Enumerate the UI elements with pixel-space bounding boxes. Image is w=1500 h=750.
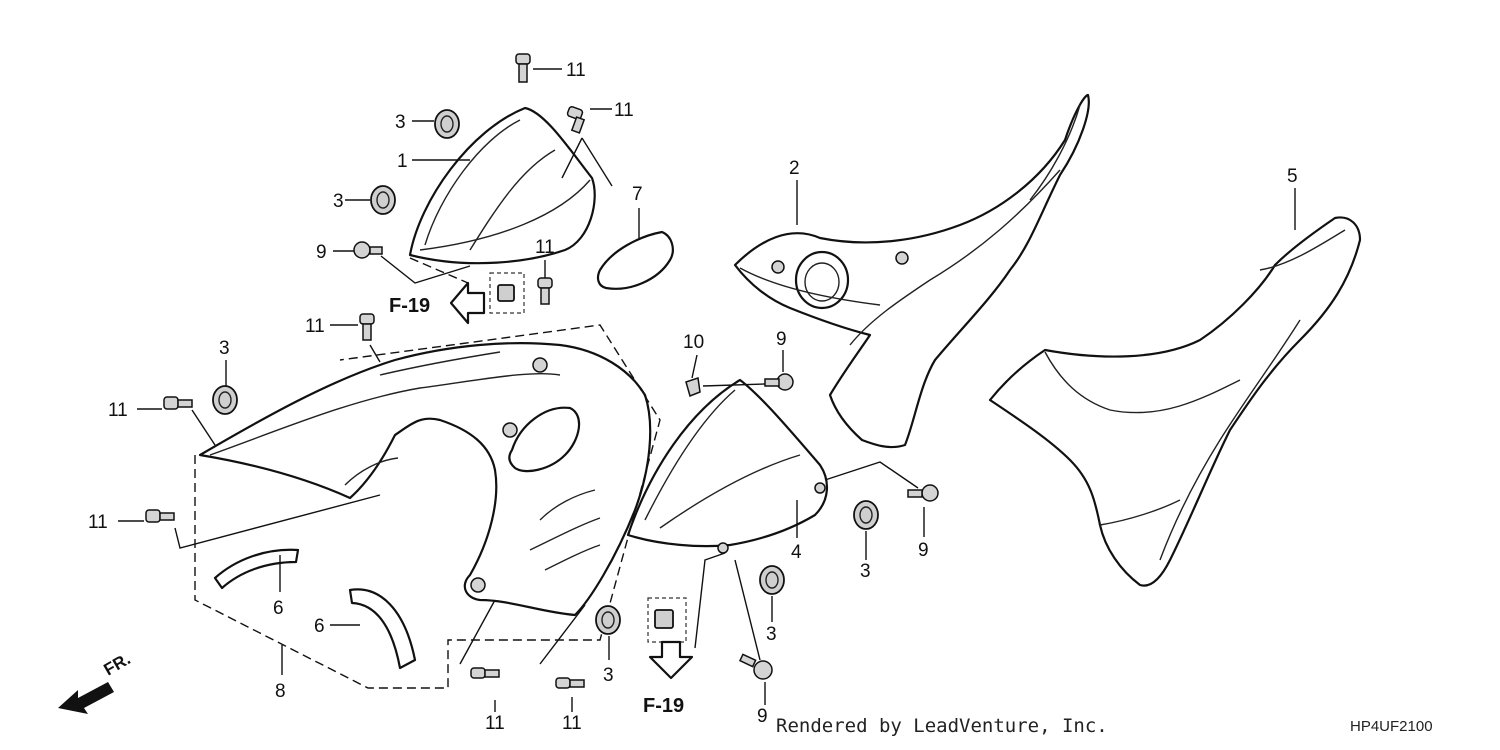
grommet-3d[interactable] <box>853 500 879 530</box>
diagram-code: HP4UF2100 <box>1350 718 1433 735</box>
callout-8: 8 <box>275 681 286 702</box>
callout-1: 1 <box>397 151 408 172</box>
callout-9: 9 <box>918 540 929 561</box>
grommet-3a[interactable] <box>434 109 460 139</box>
clip-10[interactable] <box>685 377 701 398</box>
callout-6: 6 <box>273 598 284 619</box>
callout-9: 9 <box>757 706 768 727</box>
callout-3: 3 <box>766 624 777 645</box>
callout-11: 11 <box>535 237 555 258</box>
callout-11: 11 <box>108 400 128 421</box>
callout-9: 9 <box>316 242 327 263</box>
callout-4: 4 <box>791 542 802 563</box>
ref-clip-lower <box>647 597 687 643</box>
callout-5: 5 <box>1287 166 1298 187</box>
grommet-3c[interactable] <box>212 385 238 415</box>
assembly-outline-1 <box>409 257 469 284</box>
part-5-side-cover[interactable] <box>988 216 1362 587</box>
leader-lines <box>118 68 1296 712</box>
callout-11: 11 <box>485 713 505 734</box>
bolt-9d[interactable] <box>738 653 773 680</box>
callout-7: 7 <box>632 184 643 205</box>
part-4-center-cover[interactable] <box>626 378 828 554</box>
part-6-strip-a[interactable] <box>213 548 300 590</box>
grommet-3f[interactable] <box>595 605 621 635</box>
callout-3: 3 <box>603 665 614 686</box>
callout-3: 3 <box>860 561 871 582</box>
callout-3: 3 <box>333 191 344 212</box>
bolt-11e[interactable] <box>163 396 193 410</box>
bolt-11b[interactable] <box>566 106 586 134</box>
bolt-9b[interactable] <box>764 373 794 391</box>
callout-2: 2 <box>789 158 800 179</box>
ref-arrow-left <box>449 281 486 325</box>
callout-3: 3 <box>395 112 406 133</box>
callout-10: 10 <box>683 332 704 353</box>
callout-6: 6 <box>314 616 325 637</box>
ref-f19-upper: F-19 <box>389 295 430 317</box>
front-direction-arrow: FR. <box>58 649 134 714</box>
ref-f19-lower: F-19 <box>643 695 684 717</box>
callout-11: 11 <box>88 512 108 533</box>
bolt-11h[interactable] <box>555 677 585 689</box>
bolt-11g[interactable] <box>470 667 500 679</box>
front-label: FR. <box>101 649 134 679</box>
callout-3: 3 <box>219 338 230 359</box>
callout-11: 11 <box>614 100 634 121</box>
bolt-11d[interactable] <box>359 313 375 341</box>
callout-11: 11 <box>562 713 582 734</box>
part-8-main-side-cover[interactable] <box>198 342 652 617</box>
bolt-11a[interactable] <box>515 53 531 83</box>
rendered-by-credit: Rendered by LeadVenture, Inc. <box>776 715 1108 737</box>
bolt-11c[interactable] <box>537 277 553 305</box>
part-6-strip-b[interactable] <box>348 588 417 670</box>
bolt-11f[interactable] <box>145 509 175 523</box>
assembly-outline-8 <box>194 324 661 689</box>
grommet-3e[interactable] <box>759 565 785 595</box>
part-1-front-cover[interactable] <box>408 106 596 265</box>
part-7-pad[interactable] <box>596 230 674 290</box>
callout-11: 11 <box>566 60 586 81</box>
callouts: 11 11 3 1 3 9 11 7 2 5 F-19 11 3 11 10 9… <box>88 60 1298 734</box>
callout-9: 9 <box>776 329 787 350</box>
bolt-9a[interactable] <box>353 241 383 259</box>
grommet-3b[interactable] <box>370 185 396 215</box>
ref-clip-upper <box>489 272 525 314</box>
bolt-9c[interactable] <box>907 484 939 502</box>
part-2-side-cover[interactable] <box>733 93 1090 449</box>
ref-arrow-down <box>648 640 694 680</box>
callout-11: 11 <box>305 316 325 337</box>
